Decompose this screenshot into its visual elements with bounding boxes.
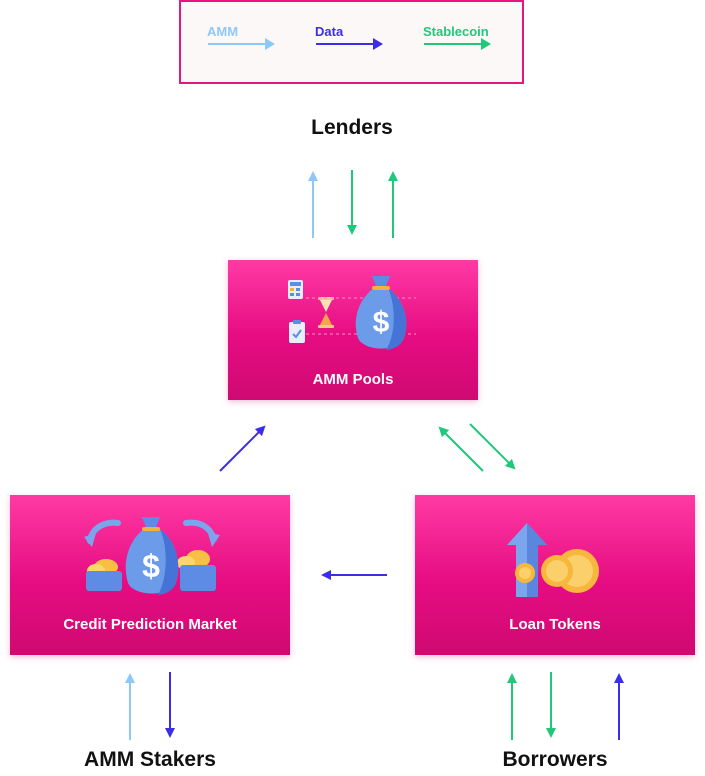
arrow-cpm-to-amm-pools <box>219 425 266 472</box>
amm-pools-box: $ AMM Pools <box>228 260 478 400</box>
amm-pools-label: AMM Pools <box>312 371 394 388</box>
exchange-arrows-icon <box>84 519 220 547</box>
legend-label-amm: AMM <box>207 24 239 39</box>
legend-arrow-amm-icon <box>208 38 275 50</box>
arrow-loan-tokens-to-amm-pools <box>438 426 484 472</box>
coins-icon <box>515 549 599 593</box>
loan-tokens-box: Loan Tokens <box>415 495 695 655</box>
borrowers-label: Borrowers <box>502 748 608 771</box>
money-bag-icon: $ <box>355 276 407 350</box>
clipboard-icon <box>289 320 305 343</box>
cpm-illustration: $ <box>84 517 220 595</box>
arrow-amm-pools-to-loan-tokens <box>469 423 516 470</box>
legend-arrow-data-icon <box>316 38 383 50</box>
loan-tokens-label: Loan Tokens <box>509 616 601 633</box>
hourglass-icon <box>318 297 334 328</box>
svg-text:$: $ <box>142 548 160 584</box>
credit-prediction-market-box: $ Credit Prediction Market <box>10 495 290 655</box>
lenders-label: Lenders <box>311 116 393 139</box>
legend-item-stablecoin: Stablecoin <box>423 24 491 50</box>
credit-prediction-market-label: Credit Prediction Market <box>63 616 237 633</box>
up-arrow-icon <box>507 523 547 597</box>
legend-arrow-stablecoin-icon <box>424 38 491 50</box>
legend-label-data: Data <box>315 24 344 39</box>
legend-label-stablecoin: Stablecoin <box>423 24 489 39</box>
svg-text:$: $ <box>373 306 390 339</box>
legend-item-data: Data <box>315 24 383 50</box>
amm-stakers-label: AMM Stakers <box>84 748 216 771</box>
amm-pools-illustration: $ <box>288 276 416 350</box>
loan-tokens-illustration <box>507 523 599 597</box>
legend-item-amm: AMM <box>207 24 275 50</box>
legend: AMM Data Stablecoin <box>179 0 524 84</box>
calculator-icon <box>288 280 303 299</box>
money-bag-icon: $ <box>125 517 179 595</box>
coin-stack-icon <box>86 550 216 591</box>
